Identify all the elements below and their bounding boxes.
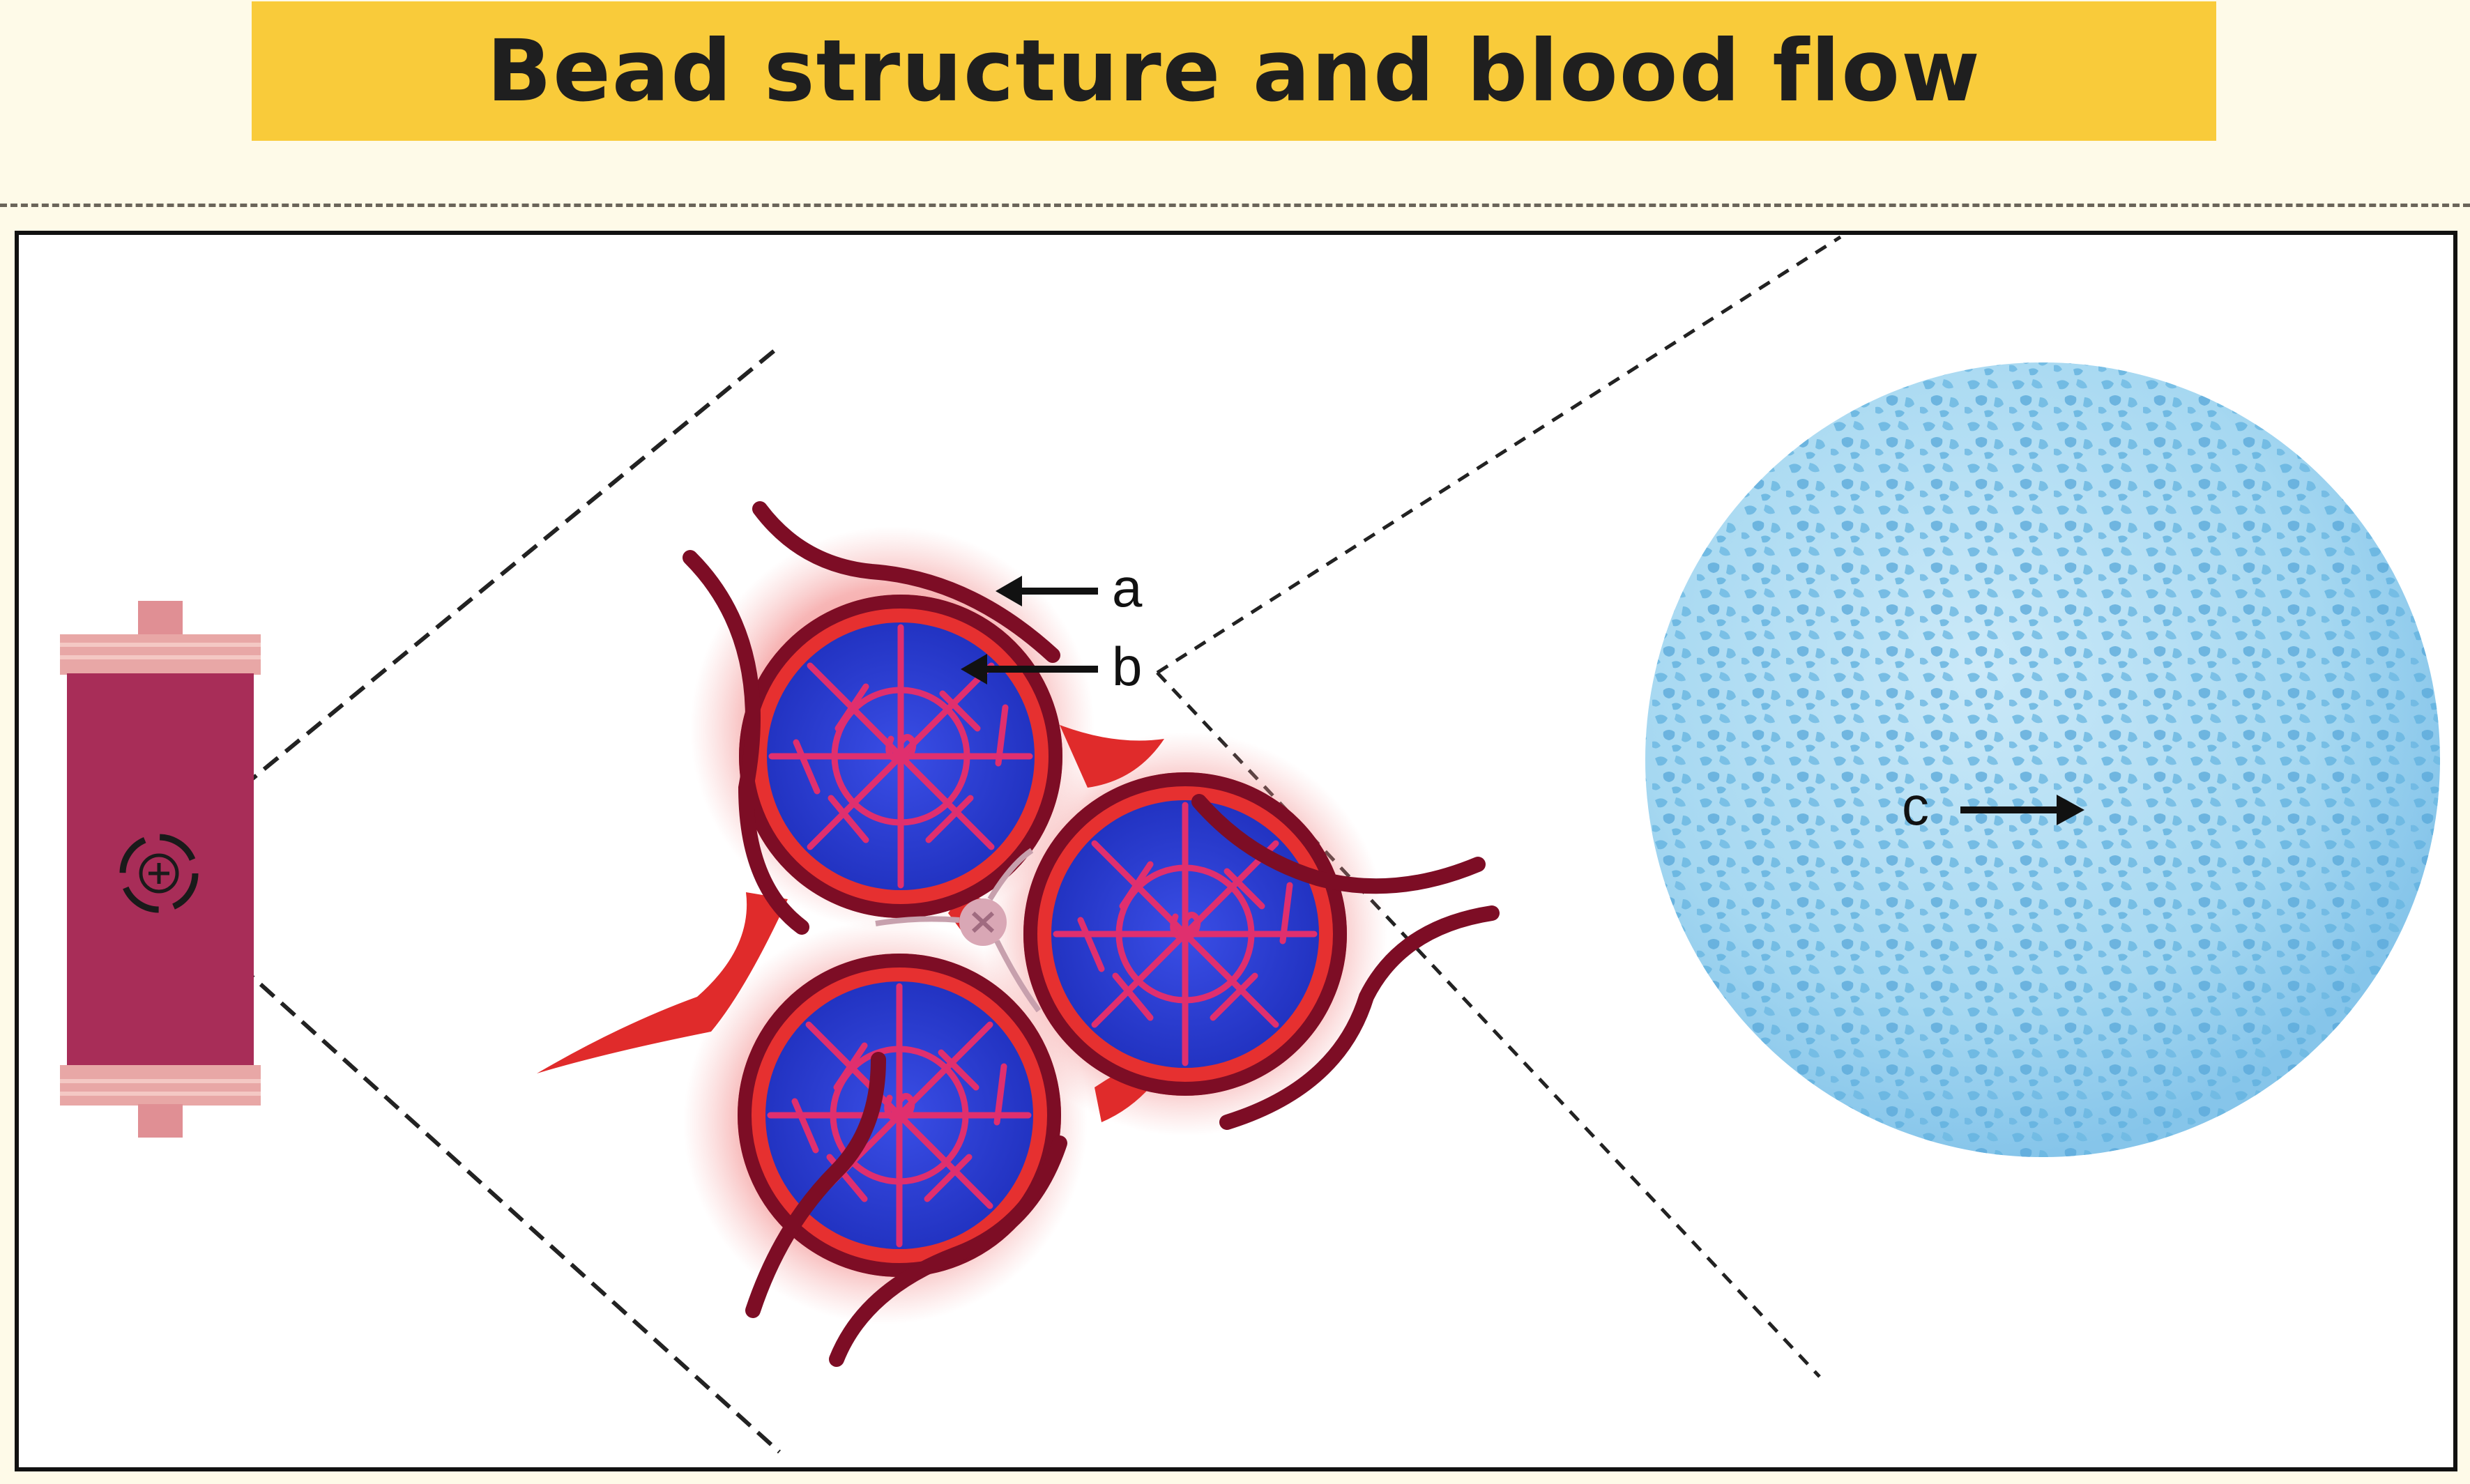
title-banner: Bead structure and blood flow bbox=[252, 1, 2216, 141]
central-junction bbox=[875, 848, 1042, 1013]
page-title: Bead structure and blood flow bbox=[487, 22, 1981, 121]
magnifier-icon bbox=[119, 834, 199, 913]
dashed-divider bbox=[0, 204, 2470, 207]
vessel-strands bbox=[683, 501, 1500, 1367]
zoom-lines-left bbox=[176, 348, 782, 1454]
label-c-pointer: c bbox=[1902, 775, 2084, 836]
bead-network bbox=[767, 624, 1318, 1248]
porous-bead bbox=[1645, 362, 2440, 1157]
label-c: c bbox=[1902, 775, 1929, 836]
label-b-pointer: b bbox=[961, 636, 1142, 697]
bead-cluster bbox=[537, 501, 1500, 1367]
label-b: b bbox=[1112, 636, 1142, 697]
label-a-pointer: a bbox=[996, 557, 1143, 618]
label-a: a bbox=[1112, 557, 1143, 618]
